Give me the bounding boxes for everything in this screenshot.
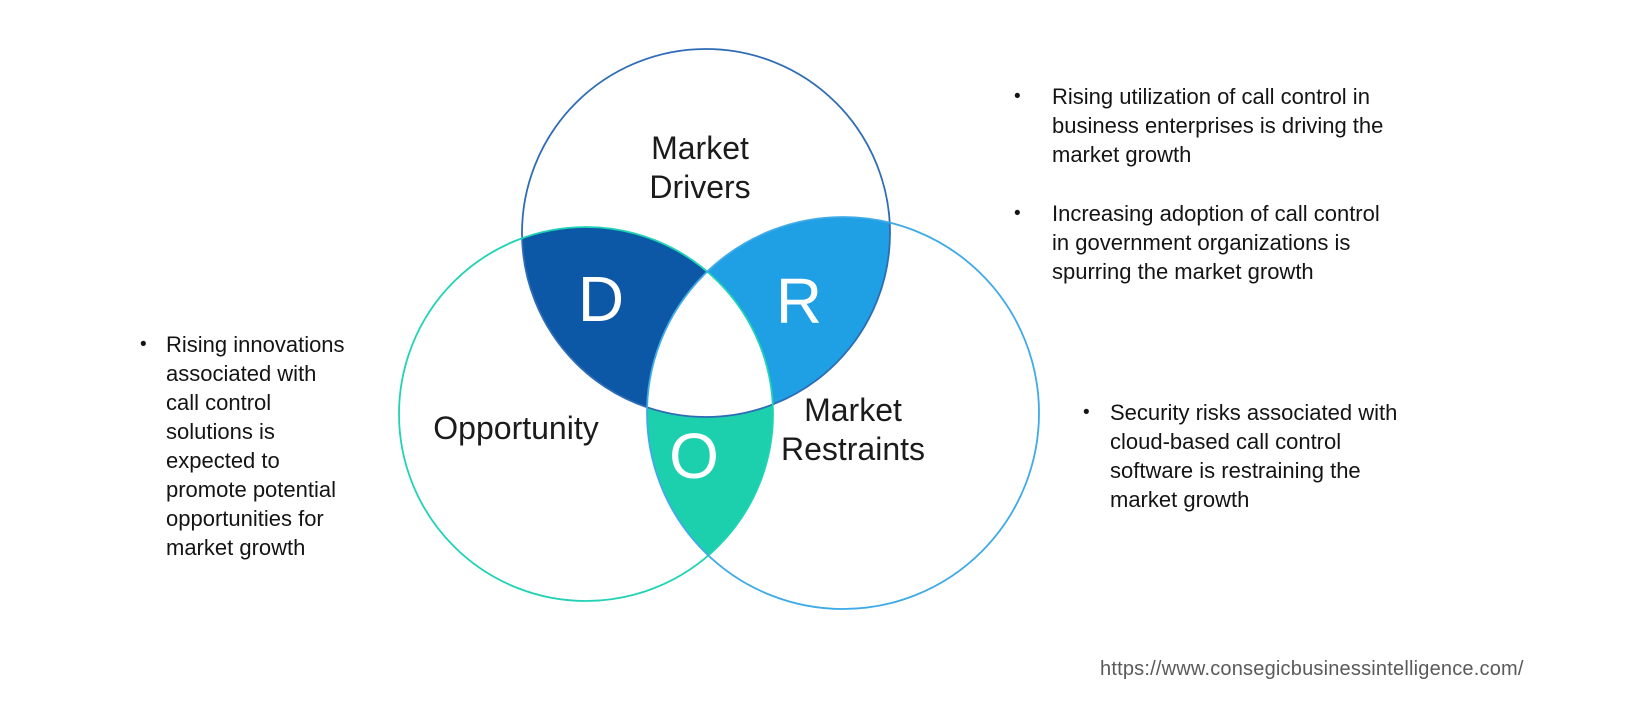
bullets-market-drivers: • Rising utilization of call control in … — [1014, 82, 1444, 286]
letter-d: D — [578, 263, 624, 335]
bullet-text-driver-2: Increasing adoption of call control in g… — [1052, 201, 1380, 284]
bullets-market-restraints: • Security risks associated with cloud-b… — [1083, 398, 1433, 514]
bullet-item: • Rising utilization of call control in … — [1014, 82, 1444, 169]
circle-opportunity — [398, 226, 774, 602]
bullet-marker: • — [1014, 86, 1021, 107]
source-url: https://www.consegicbusinessintelligence… — [1100, 658, 1524, 680]
label-market-restraints-line1: Market — [804, 392, 902, 428]
label-market-restraints-line2: Restraints — [781, 431, 925, 467]
circle-market-drivers — [521, 48, 891, 418]
bullet-marker: • — [1083, 402, 1090, 423]
bullet-item: • Increasing adoption of call control in… — [1014, 199, 1444, 286]
bullet-text-opportunity: Rising innovations associated with call … — [166, 332, 345, 560]
bullet-item: • Rising innovations associated with cal… — [140, 330, 380, 562]
letter-r: R — [776, 265, 822, 337]
bullet-text-driver-1: Rising utilization of call control in bu… — [1052, 84, 1384, 167]
label-market-drivers-line1: Market — [651, 130, 749, 166]
label-opportunity: Opportunity — [433, 410, 598, 446]
circle-market-restraints — [646, 216, 1040, 610]
letter-o: O — [669, 420, 719, 492]
bullet-marker: • — [140, 334, 147, 355]
bullet-marker: • — [1014, 203, 1021, 224]
bullets-opportunity: • Rising innovations associated with cal… — [140, 330, 380, 562]
bullet-item: • Security risks associated with cloud-b… — [1083, 398, 1433, 514]
bullet-text-restraint: Security risks associated with cloud-bas… — [1110, 400, 1398, 512]
label-market-drivers-line2: Drivers — [649, 169, 750, 205]
